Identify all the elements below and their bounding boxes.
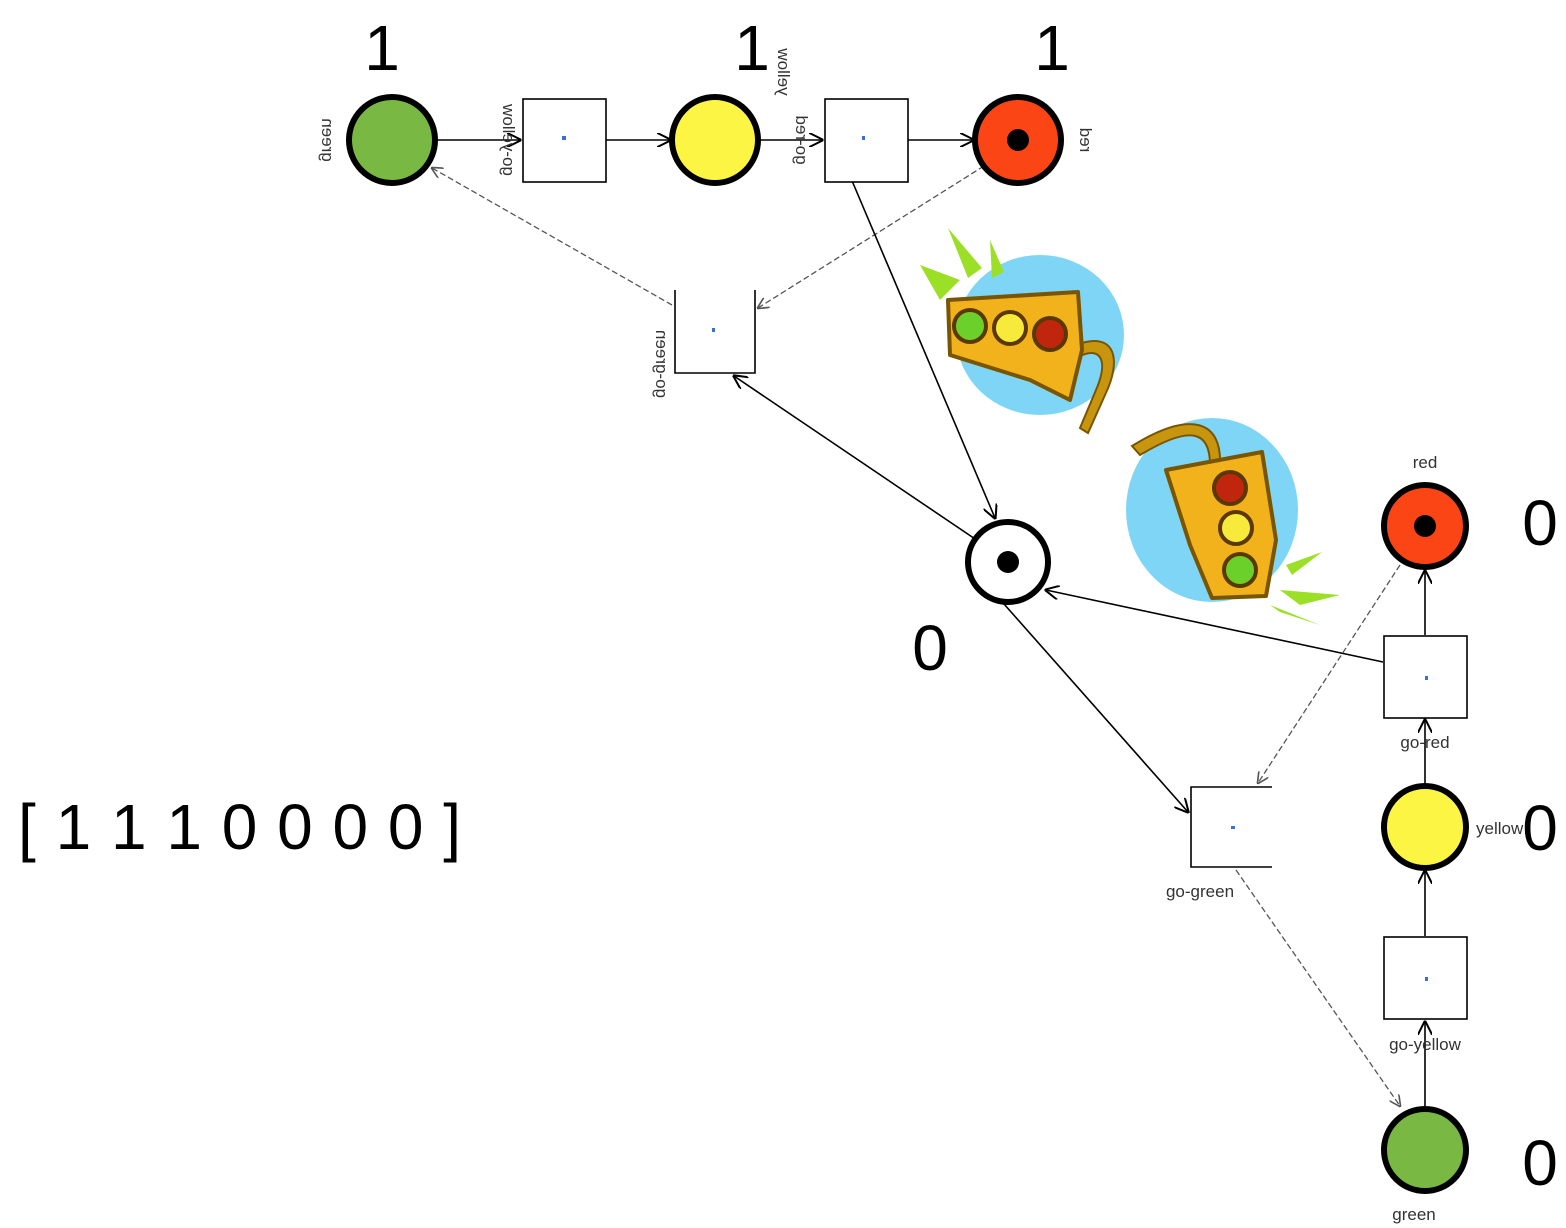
transition-dot [1231,826,1235,829]
label-red-top: red [1076,128,1095,153]
label-red-bottom: red [1413,453,1438,472]
place-yellow-bottom [1381,783,1469,871]
place-yellow-top [669,94,761,186]
label-go-green-bottom: go-green [1166,882,1234,901]
token [1414,515,1436,537]
traffic-light-horizontal-icon [920,228,1124,435]
marking-vector: [ 1 1 1 0 0 0 0 ] [18,791,462,863]
arc-go-red-bottom-to-shared [1046,590,1384,663]
traffic-light-vertical-icon [1126,418,1340,625]
transition-dot [862,136,865,140]
label-yellow-top: yellow [774,48,793,96]
label-green-top: green [318,118,337,161]
transition-dot [562,136,566,140]
token [997,551,1019,573]
arc-go-green-bottom-to-green [1235,869,1400,1106]
transition-dot [712,328,715,332]
place-green-bottom [1381,1106,1469,1194]
label-go-red-top: go-red [792,115,811,164]
count-green-top: 1 [364,12,400,84]
arc-shared-to-go-green-bottom [1003,603,1188,812]
label-go-yellow-bottom: go-yellow [1389,1035,1462,1054]
count-green-bottom: 0 [1522,1127,1558,1199]
arcs [432,140,1425,1106]
label-yellow-bottom: yellow [1476,819,1524,838]
arc-go-green-top-to-green [432,168,673,306]
transition-go-red-top [824,98,909,183]
arc-red-bottom-to-go-green-bottom [1258,564,1401,783]
shared-place: 0 [912,519,1051,684]
label-go-red-bottom: go-red [1400,733,1449,752]
transition-dot [1425,676,1428,680]
arc-go-red-top-to-shared [849,175,995,518]
transition-go-yellow-top [522,98,607,183]
count-yellow-top: 1 [734,12,770,84]
count-yellow-bottom: 0 [1522,792,1558,864]
token [1007,129,1029,151]
bottom-net: red go-red yellow go-yellow green go-gre… [1166,453,1558,1224]
label-go-yellow-top: go-yellow [499,103,518,176]
count-red-bottom: 0 [1522,487,1558,559]
label-green-bottom: green [1392,1205,1435,1224]
count-red-top: 1 [1034,12,1070,84]
arc-shared-to-go-green-top [734,376,985,546]
place-green-top [346,94,438,186]
label-go-green-top: go-green [652,330,671,398]
top-net: green go-yellow yellow go-red red go-gre… [318,12,1095,398]
count-shared: 0 [912,612,948,684]
transition-dot [1425,977,1428,981]
